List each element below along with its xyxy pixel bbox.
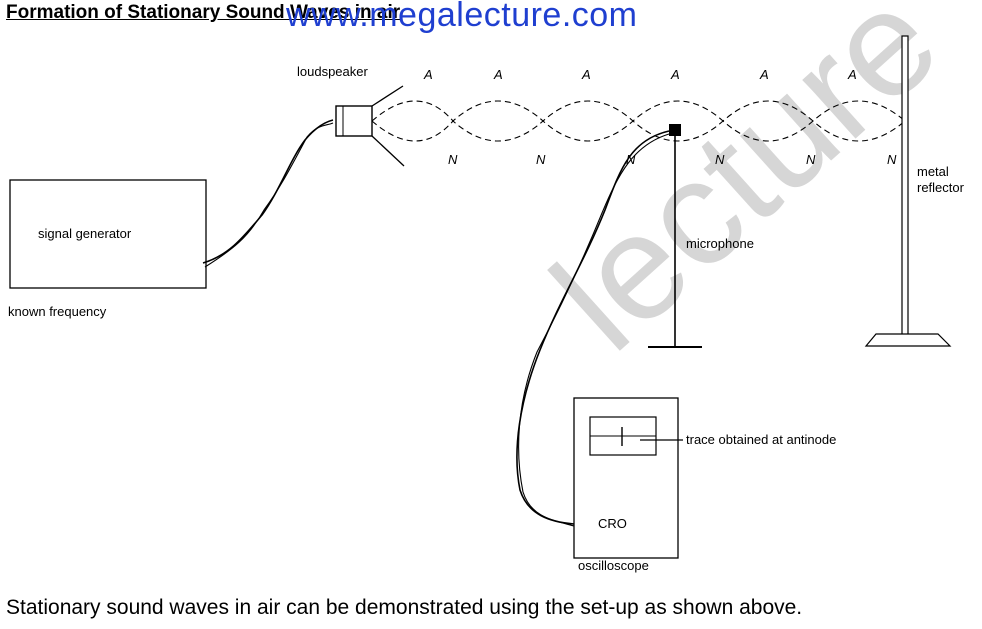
known-frequency-label: known frequency bbox=[8, 304, 107, 319]
watermark-url: www.megalecture.com bbox=[286, 0, 638, 34]
antinode-marker: A bbox=[494, 67, 503, 82]
antinode-marker: A bbox=[424, 67, 433, 82]
metal-reflector-label: metal bbox=[917, 164, 949, 179]
caption-text: Stationary sound waves in air can be dem… bbox=[6, 596, 803, 619]
antinode-marker: A bbox=[848, 67, 857, 82]
node-marker: N bbox=[715, 152, 725, 167]
metal-reflector-rod bbox=[901, 35, 909, 337]
node-marker: N bbox=[626, 152, 636, 167]
microphone-cable bbox=[516, 130, 670, 525]
signal-generator-label: signal generator bbox=[38, 226, 132, 241]
trace-label: trace obtained at antinode bbox=[686, 432, 837, 447]
signal-generator-box bbox=[9, 179, 207, 289]
wave-envelope-upper bbox=[371, 100, 906, 122]
cro-label: CRO bbox=[598, 516, 627, 531]
microphone-label: microphone bbox=[686, 236, 754, 251]
antinode-marker: A bbox=[582, 67, 591, 82]
node-marker: N bbox=[448, 152, 458, 167]
node-marker: N bbox=[536, 152, 546, 167]
oscilloscope-label: oscilloscope bbox=[578, 558, 649, 573]
node-marker: N bbox=[887, 152, 897, 167]
metal-reflector-base bbox=[864, 333, 952, 347]
antinode-marker: A bbox=[671, 67, 680, 82]
generator-cable bbox=[202, 119, 334, 264]
loudspeaker-body bbox=[335, 105, 373, 137]
microphone-head bbox=[669, 124, 681, 136]
metal-reflector-label-line2: reflector bbox=[917, 180, 964, 195]
page-title: Formation of Stationary Sound Waves in a… bbox=[6, 2, 401, 23]
node-marker: N bbox=[806, 152, 816, 167]
generator-cable-strand bbox=[204, 122, 334, 268]
loudspeaker-label: loudspeaker bbox=[297, 64, 368, 79]
antinode-marker: A bbox=[760, 67, 769, 82]
microphone-cable-strand bbox=[518, 133, 670, 527]
wave-envelope-lower bbox=[371, 120, 906, 142]
